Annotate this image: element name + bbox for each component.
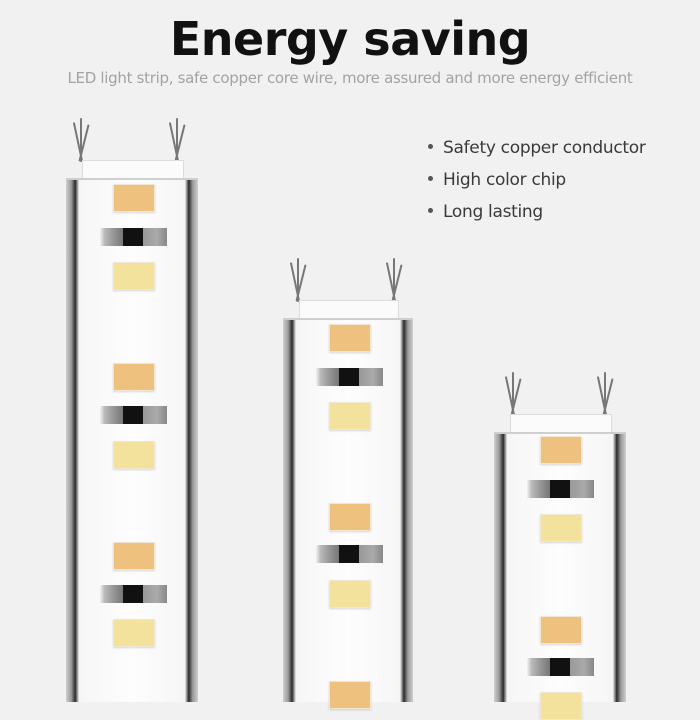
end-cap <box>299 300 399 320</box>
warm-led-chip <box>113 542 155 570</box>
feature-item: Long lasting <box>428 201 646 233</box>
wire-icon <box>168 116 186 162</box>
wire-icon <box>504 370 522 416</box>
wire-icon <box>72 116 90 162</box>
wire-icon <box>596 370 614 416</box>
cool-led-chip <box>113 619 155 647</box>
feature-label: Long lasting <box>443 202 543 222</box>
warm-led-chip <box>540 436 582 464</box>
warm-led-chip <box>113 363 155 391</box>
strip-channel <box>494 432 626 702</box>
cool-led-chip <box>329 580 371 608</box>
end-cap <box>510 414 612 434</box>
resistor-chip <box>526 480 594 498</box>
warm-led-chip <box>329 681 371 709</box>
warm-led-chip <box>329 503 371 531</box>
cool-led-chip <box>540 692 582 720</box>
page-title: Energy saving <box>169 12 531 66</box>
feature-item: High color chip <box>428 169 646 201</box>
resistor-chip <box>315 368 383 386</box>
led-strip-small <box>494 368 626 720</box>
cool-led-chip <box>113 262 155 290</box>
wire-icon <box>385 256 403 302</box>
resistor-chip <box>99 585 167 603</box>
feature-label: Safety copper conductor <box>443 138 646 158</box>
page-subtitle: LED light strip, safe copper core wire, … <box>67 69 633 87</box>
resistor-chip <box>315 545 383 563</box>
wire-icon <box>289 256 307 302</box>
bullet-icon <box>428 175 433 181</box>
bullet-icon <box>428 207 433 213</box>
feature-label: High color chip <box>443 170 566 190</box>
resistor-chip <box>526 658 594 676</box>
feature-item: Safety copper conductor <box>428 137 646 169</box>
resistor-chip <box>99 228 167 246</box>
warm-led-chip <box>329 324 371 352</box>
warm-led-chip <box>540 616 582 644</box>
led-strip-medium <box>283 254 413 709</box>
led-strip-large <box>66 114 198 702</box>
cool-led-chip <box>113 441 155 469</box>
end-cap <box>82 160 184 180</box>
cool-led-chip <box>329 402 371 430</box>
resistor-chip <box>99 406 167 424</box>
warm-led-chip <box>113 184 155 212</box>
feature-list: Safety copper conductor High color chip … <box>428 137 646 233</box>
bullet-icon <box>428 143 433 149</box>
cool-led-chip <box>540 514 582 542</box>
